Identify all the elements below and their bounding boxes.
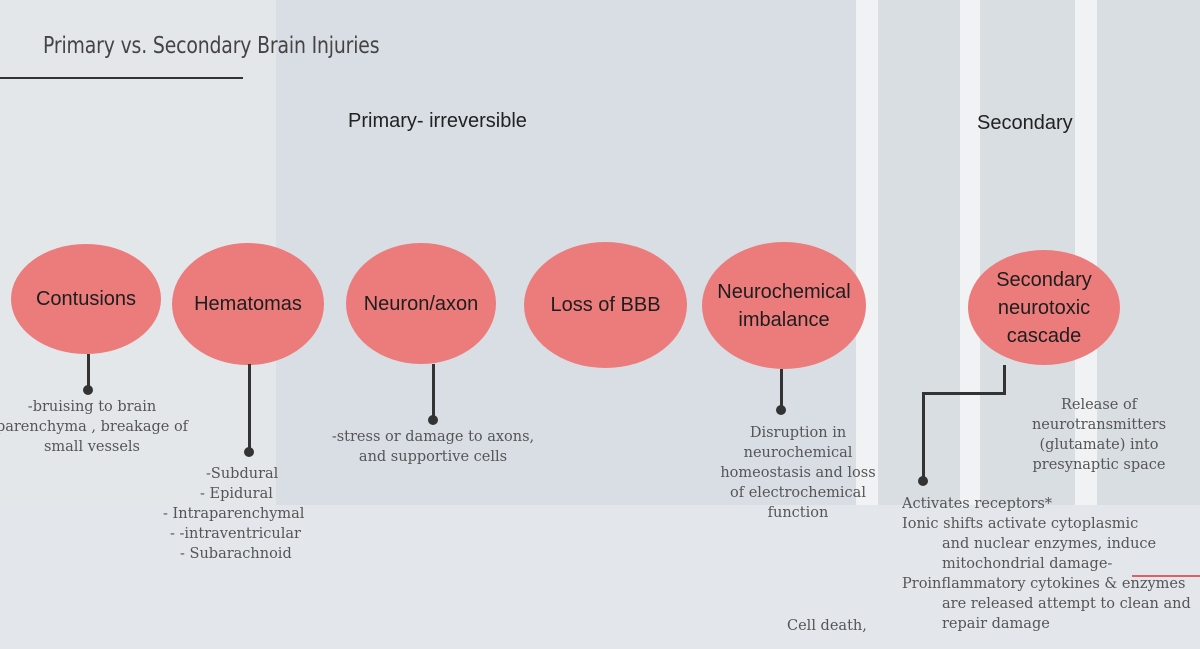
- note-line: homeostasis and loss: [720, 465, 876, 481]
- background-panel-secondary-c: [1097, 0, 1200, 505]
- note-line: of electrochemical: [730, 485, 866, 501]
- node-label: Neurochemical: [717, 280, 851, 303]
- note-line: function: [767, 505, 829, 521]
- note-line: Release of: [1060, 397, 1138, 413]
- section-header-secondary: Secondary: [977, 112, 1073, 134]
- node-secondary-neurotoxic-cascade: Secondary neurotoxic cascade: [968, 250, 1120, 365]
- title-underline: [0, 77, 243, 79]
- connector-line: [432, 364, 435, 420]
- note-hematomas: -Subdural - Epidural - Intraparenchymal …: [163, 464, 304, 564]
- note-line: Ionic shifts activate cytoplasmic: [902, 516, 1139, 532]
- note-line: mitochondrial damage-: [942, 556, 1113, 572]
- node-label: Contusions: [35, 288, 137, 310]
- connector-line: [922, 392, 925, 480]
- note-neurochemical: Disruption in neurochemical homeostasis …: [700, 423, 896, 523]
- node-neurochemical-imbalance: Neurochemical imbalance: [702, 242, 866, 369]
- note-line: presynaptic space: [1032, 457, 1166, 473]
- connector-dot: [428, 415, 438, 425]
- node-label: cascade: [1006, 324, 1082, 347]
- background-panel-bottom: [0, 505, 1200, 649]
- note-cell-death: Cell death,: [787, 618, 867, 634]
- node-label: neurotoxic: [997, 296, 1091, 319]
- node-label: Loss of BBB: [550, 294, 661, 316]
- note-line: neurotransmitters: [1031, 417, 1167, 433]
- note-line: (glutamate) into: [1039, 437, 1159, 453]
- node-label: imbalance: [738, 308, 830, 331]
- node-loss-of-bbb: Loss of BBB: [524, 242, 687, 368]
- connector-dot: [776, 405, 786, 415]
- note-line: and nuclear enzymes, induce: [942, 536, 1157, 552]
- node-neuron-axon: Neuron/axon: [346, 243, 496, 364]
- node-label: Hematomas: [194, 293, 302, 315]
- note-neuron-axon: -stress or damage to axons, and supporti…: [322, 427, 544, 467]
- node-contusions: Contusions: [11, 244, 161, 354]
- note-line: -stress or damage to axons,: [331, 429, 535, 445]
- node-hematomas: Hematomas: [172, 243, 324, 365]
- note-line: small vessels: [43, 439, 141, 455]
- note-line: parenchyma , breakage of: [0, 419, 189, 435]
- note-line: are released attempt to clean and: [942, 596, 1191, 612]
- connector-dot: [244, 447, 254, 457]
- note-line: and supportive cells: [358, 449, 508, 465]
- note-line: -bruising to brain: [27, 399, 157, 415]
- note-activates-receptors: Activates receptors* Ionic shifts activa…: [902, 494, 1200, 634]
- connector-line: [780, 369, 783, 411]
- note-line: - Subarachnoid: [180, 546, 292, 562]
- background-strip: [960, 0, 980, 505]
- background-panel-secondary-a: [878, 0, 960, 505]
- note-line: neurochemical: [743, 445, 853, 461]
- connector-dot: [918, 476, 928, 486]
- node-label: Neuron/axon: [363, 292, 479, 315]
- note-line: repair damage: [942, 616, 1050, 632]
- note-line: -Subdural: [206, 466, 279, 482]
- note-line: - -intraventricular: [170, 526, 301, 542]
- note-line: Disruption in: [749, 425, 847, 441]
- background-strip: [1075, 0, 1097, 505]
- note-line: Proinflammatory cytokines & enzymes: [902, 576, 1186, 592]
- section-header-primary: Primary- irreversible: [348, 110, 527, 132]
- note-contusions: -bruising to brain parenchyma , breakage…: [0, 397, 189, 457]
- note-line: Activates receptors*: [902, 496, 1053, 512]
- note-line: - Epidural: [200, 486, 273, 502]
- connector-dot: [83, 385, 93, 395]
- connector-line: [248, 364, 251, 452]
- note-release: Release of neurotransmitters (glutamate)…: [1018, 395, 1180, 475]
- note-line: - Intraparenchymal: [163, 506, 305, 522]
- node-label: Secondary: [996, 268, 1092, 291]
- page-title: Primary vs. Secondary Brain Injuries: [43, 33, 380, 59]
- red-underline-mark: [1132, 575, 1200, 577]
- connector-elbow: [922, 392, 1006, 395]
- background-strip: [856, 0, 878, 505]
- connector-line: [87, 354, 90, 390]
- connector-line: [1003, 365, 1006, 395]
